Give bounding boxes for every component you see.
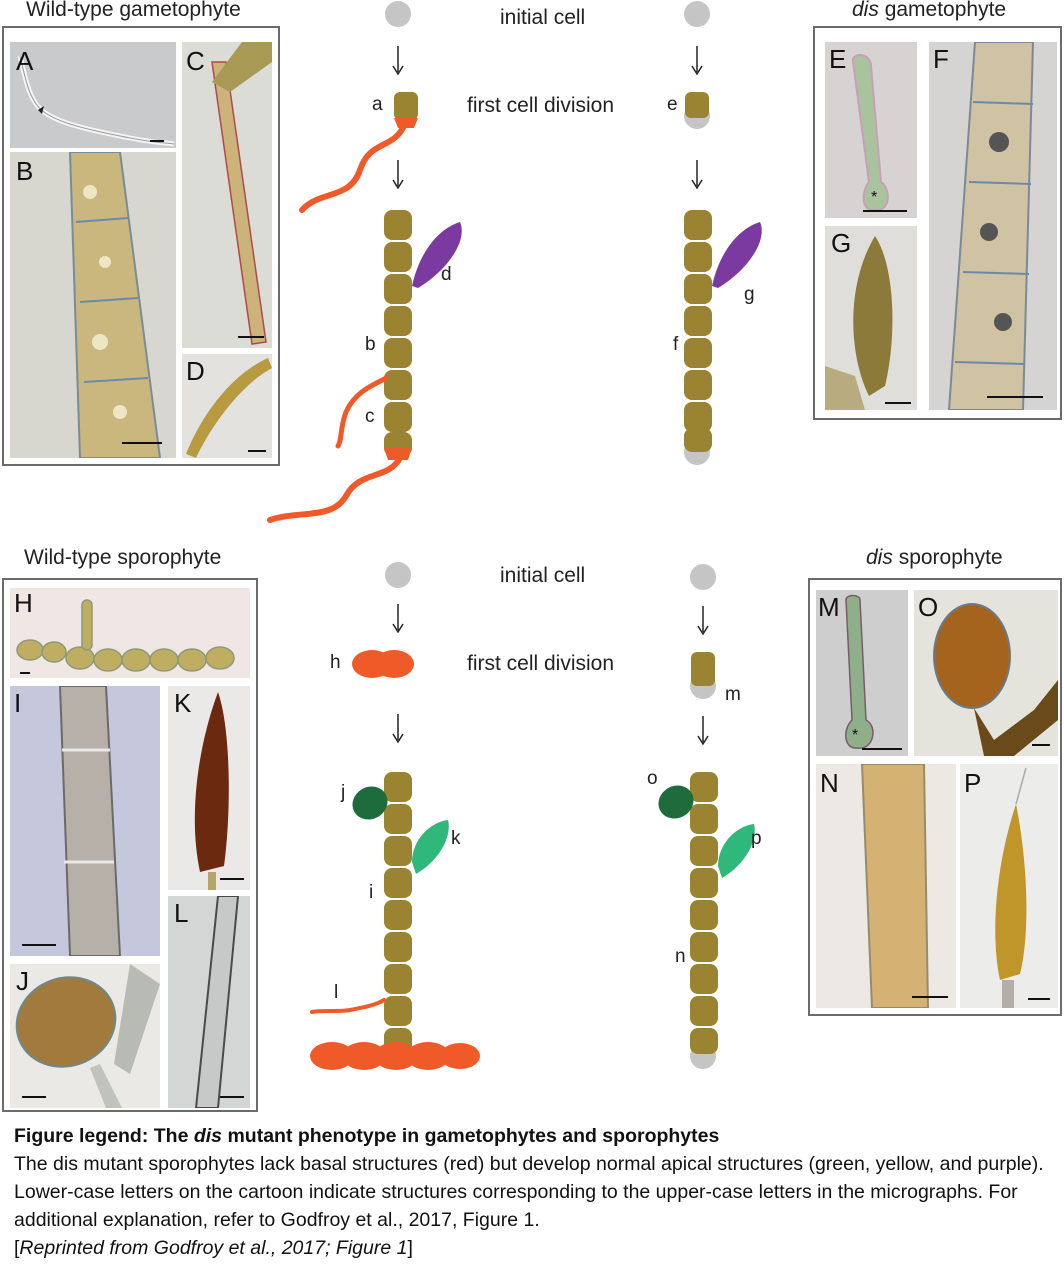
cartoon-letter-n: n (675, 946, 686, 967)
micrograph-f: F (929, 42, 1057, 410)
micrograph-l: L (168, 896, 250, 1108)
stage-initial-cell-top: initial cell (500, 6, 586, 29)
micrograph-c: C (182, 42, 272, 348)
wt-gametophyte-cartoon (267, 1, 462, 523)
wt-sporophyte-title: Wild-type sporophyte (24, 546, 222, 569)
filament-b-drawing (68, 152, 162, 458)
panel-letter-i: I (14, 688, 22, 718)
dis-gametophyte-title: dis gametophyte (852, 0, 1007, 21)
micrograph-m: * M (816, 590, 908, 756)
cartoon-letter-d: d (441, 264, 452, 285)
micrograph-j: J (10, 964, 160, 1108)
panel-letter-l: L (174, 898, 189, 928)
dis-gametophyte-panel: * E F G (813, 26, 1062, 420)
wt-sporophyte-cartoon (310, 562, 480, 1070)
micrograph-i: I (10, 686, 160, 956)
filament-n-drawing (860, 764, 948, 1008)
panel-letter-a: A (16, 46, 34, 76)
cartoon-letter-h: h (330, 652, 341, 673)
wt-sporophyte-panel: H I K L J (2, 578, 258, 1112)
micrograph-g: G (825, 226, 917, 410)
micrograph-k: K (168, 686, 250, 890)
filament-p-drawing (995, 767, 1050, 1008)
panel-letter-f: F (933, 44, 949, 74)
panel-letter-h: H (14, 588, 33, 618)
filament-e-drawing: * (851, 54, 907, 212)
filament-k-drawing (194, 692, 244, 890)
filament-a-drawing (17, 55, 175, 147)
legend-citation: [Reprinted from Godfroy et al., 2017; Fi… (14, 1237, 413, 1259)
dis-sporophyte-panel: * M O N P (808, 578, 1062, 1016)
cartoon-letter-l: l (334, 982, 339, 1003)
filament-m-drawing: * (845, 594, 902, 750)
dis-sporophyte-cartoon (658, 564, 755, 1069)
cartoon-letter-i: i (369, 882, 374, 903)
cartoon-letter-b: b (365, 334, 376, 355)
filament-h-drawing (16, 599, 235, 674)
filament-l-drawing (194, 896, 244, 1108)
filament-f-drawing (947, 42, 1043, 410)
cartoon-letter-k: k (451, 828, 461, 849)
micrograph-a: A (10, 42, 176, 148)
panel-letter-m: M (818, 592, 840, 622)
legend-body: The dis mutant sporophytes lack basal st… (14, 1153, 1044, 1231)
legend-title: Figure legend: The dis mutant phenotype … (14, 1125, 720, 1147)
panel-letter-j: J (16, 966, 29, 996)
micrograph-e: * E (825, 42, 917, 218)
micrograph-n: N (816, 764, 956, 1008)
cartoon-letter-o: o (647, 768, 658, 789)
micrograph-b: B (10, 152, 176, 458)
micrograph-o: O (914, 590, 1058, 756)
wt-gametophyte-panel: A B C D (2, 26, 280, 466)
filament-c-drawing (211, 42, 272, 345)
cartoon-letter-g: g (744, 284, 755, 305)
svg-text:*: * (852, 727, 858, 744)
cartoon-letter-e: e (667, 94, 678, 115)
stage-first-division-top: first cell division (467, 94, 615, 117)
panel-letter-n: N (820, 768, 839, 798)
panel-letter-k: K (174, 688, 192, 718)
panel-letter-d: D (186, 356, 205, 386)
filament-o-drawing (933, 603, 1058, 756)
filament-i-drawing (22, 686, 122, 956)
svg-text:*: * (871, 189, 877, 206)
filament-g-drawing (825, 236, 911, 410)
panel-letter-o: O (918, 592, 939, 622)
cartoon-letter-f: f (673, 334, 679, 355)
cartoon-letter-m: m (725, 684, 741, 705)
panel-letter-g: G (831, 228, 852, 258)
figure-legend: Figure legend: The dis mutant phenotype … (14, 1122, 1054, 1262)
micrograph-p: P (960, 764, 1058, 1008)
dis-sporophyte-title: dis sporophyte (866, 546, 1003, 569)
dis-gametophyte-cartoon (684, 1, 762, 465)
cartoon-letter-c: c (365, 406, 375, 427)
filament-j-drawing (15, 964, 160, 1108)
micrograph-d: D (182, 354, 272, 458)
panel-letter-c: C (186, 46, 205, 76)
stage-first-division-bottom: first cell division (467, 652, 615, 675)
filament-d-drawing (186, 358, 272, 458)
cartoon-letter-a: a (372, 94, 383, 115)
micrograph-h: H (10, 588, 250, 678)
cartoon-letter-p: p (751, 828, 762, 849)
cartoon-letter-j: j (341, 782, 346, 803)
stage-initial-cell-bottom: initial cell (500, 564, 586, 587)
panel-letter-b: B (16, 156, 34, 186)
panel-letter-p: P (964, 768, 982, 798)
cartoon-drawings (267, 1, 762, 1070)
wt-gametophyte-title: Wild-type gametophyte (26, 0, 241, 21)
panel-letter-e: E (829, 44, 847, 74)
